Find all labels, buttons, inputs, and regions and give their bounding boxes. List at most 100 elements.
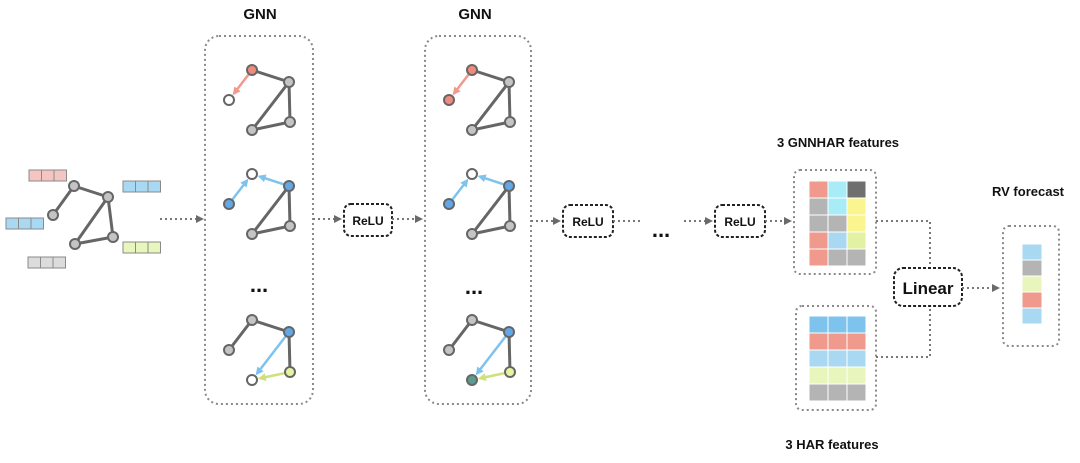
input-feature-vector-gray — [27, 256, 66, 269]
input-graph — [5, 169, 161, 269]
gnn-layer-box-1 — [204, 35, 314, 405]
matrix-cell — [808, 231, 829, 250]
input-feature-vector-green — [122, 241, 161, 254]
graph-edge — [251, 224, 291, 236]
matrix-cell — [827, 349, 848, 368]
relu-label-1: ReLU — [352, 214, 383, 228]
matrix-cell — [827, 214, 848, 233]
message-arrow — [255, 335, 287, 376]
message-passing-graph-mid — [223, 168, 296, 240]
input-feature-vector-blue — [122, 180, 161, 193]
gnn-title-2: GNN — [458, 6, 491, 23]
matrix-cell — [827, 366, 848, 385]
feature-cell — [41, 169, 55, 182]
graph-node — [69, 238, 81, 250]
graph-edge — [471, 224, 511, 236]
gnn-layer-2 — [443, 64, 516, 386]
graph-edge — [251, 318, 290, 334]
gnnhar-feature-matrix — [808, 180, 867, 267]
graph-edge — [470, 185, 511, 235]
message-arrow — [477, 174, 504, 186]
graph-node — [443, 344, 455, 356]
gnn-layer-box-2 — [424, 35, 532, 405]
feature-cell — [122, 241, 136, 254]
graph-edge — [447, 319, 474, 351]
graph-node — [466, 314, 478, 326]
forecast-cell — [1021, 291, 1043, 309]
matrix-cell — [846, 383, 867, 402]
graph-node — [284, 366, 296, 378]
graph-node — [68, 180, 80, 192]
graph-node — [246, 64, 258, 76]
matrix-cell — [827, 332, 848, 351]
feature-cell — [18, 217, 32, 230]
graph-edge — [250, 81, 291, 131]
flow-ellipsis: ... — [652, 217, 670, 242]
matrix-cell — [808, 383, 829, 402]
graph-node — [223, 198, 235, 210]
rv-forecast-box — [1002, 225, 1060, 347]
graph-node — [107, 231, 119, 243]
graph-node — [283, 76, 295, 88]
graph-node — [466, 228, 478, 240]
graph-node — [47, 209, 59, 221]
matrix-cell — [827, 248, 848, 267]
har-features-title: 3 HAR features — [785, 437, 878, 452]
feature-cell — [147, 241, 161, 254]
graph-edge — [471, 318, 510, 334]
graph-edge — [251, 120, 291, 132]
graph-edge — [507, 81, 512, 123]
graph-edge — [470, 81, 511, 131]
flow-connector — [876, 307, 931, 358]
message-arrow — [257, 174, 284, 186]
graph-edge — [471, 68, 510, 84]
feature-cell — [40, 256, 54, 269]
graph-edge — [287, 185, 292, 227]
message-arrow — [232, 74, 250, 96]
message-arrow — [475, 335, 507, 376]
message-arrow — [477, 372, 505, 382]
matrix-cell — [808, 349, 829, 368]
gnn-ellipsis-2: ... — [465, 274, 483, 299]
matrix-cell — [846, 332, 867, 351]
graph-node — [223, 344, 235, 356]
graph-node — [246, 124, 258, 136]
graph-edge — [507, 331, 512, 373]
forecast-cell — [1021, 307, 1043, 325]
message-passing-graph-mid — [443, 168, 516, 240]
matrix-cell — [808, 180, 829, 199]
linear-label: Linear — [902, 279, 953, 298]
graph-node — [503, 76, 515, 88]
graph-node — [503, 180, 515, 192]
matrix-cell — [827, 383, 848, 402]
graph-node — [283, 326, 295, 338]
graph-edge — [287, 331, 292, 373]
matrix-cell — [827, 180, 848, 199]
forecast-cell — [1021, 275, 1043, 293]
forecast-cell — [1021, 259, 1043, 277]
matrix-cell — [808, 197, 829, 216]
graph-node — [443, 94, 455, 106]
feature-cell — [135, 180, 149, 193]
flow-connector — [876, 220, 931, 267]
graph-node — [246, 168, 258, 180]
message-passing-graph-top — [443, 64, 516, 136]
forecast-cell — [1021, 243, 1043, 261]
matrix-cell — [808, 315, 829, 334]
feature-cell — [135, 241, 149, 254]
matrix-cell — [808, 366, 829, 385]
feature-cell — [122, 180, 136, 193]
graph-node — [504, 220, 516, 232]
matrix-cell — [827, 197, 848, 216]
message-arrow — [451, 178, 469, 200]
matrix-cell — [808, 248, 829, 267]
linear-box — [893, 267, 963, 307]
message-passing-graph-bottom — [443, 314, 516, 386]
feature-cell — [52, 256, 66, 269]
graph-node — [504, 366, 516, 378]
graph-edge — [251, 68, 290, 84]
graph-node — [466, 374, 478, 386]
matrix-cell — [808, 332, 829, 351]
feature-cell — [30, 217, 44, 230]
graph-node — [102, 191, 114, 203]
